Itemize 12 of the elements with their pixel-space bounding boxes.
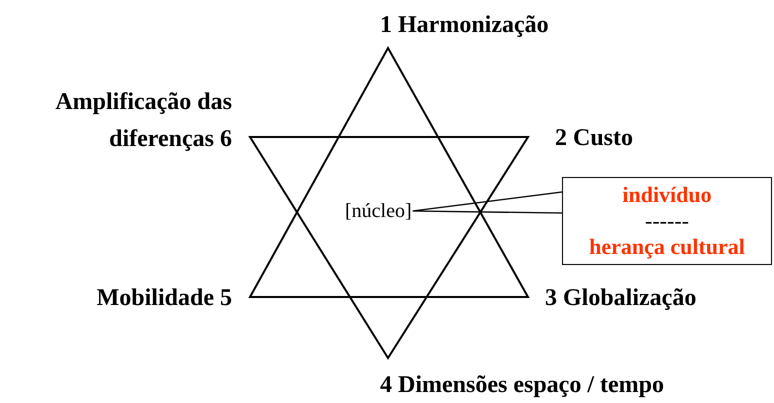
callout-text: indivíduo [622, 182, 712, 208]
center-label: [núcleo] [345, 199, 412, 223]
divider-text: ------ [645, 208, 689, 234]
point-label: Mobilidade 5 [96, 284, 232, 312]
callout-box [562, 177, 772, 265]
point-label: 3 Globalização [545, 284, 696, 312]
point-label: 1 Harmonização [380, 11, 549, 39]
callout-text: herança cultural [589, 234, 745, 260]
point-label: 4 Dimensões espaço / tempo [380, 371, 664, 399]
point-label: 2 Custo [555, 124, 634, 152]
callout-pointer [412, 191, 563, 214]
point-label: Amplificação das diferenças 6 [54, 88, 232, 154]
